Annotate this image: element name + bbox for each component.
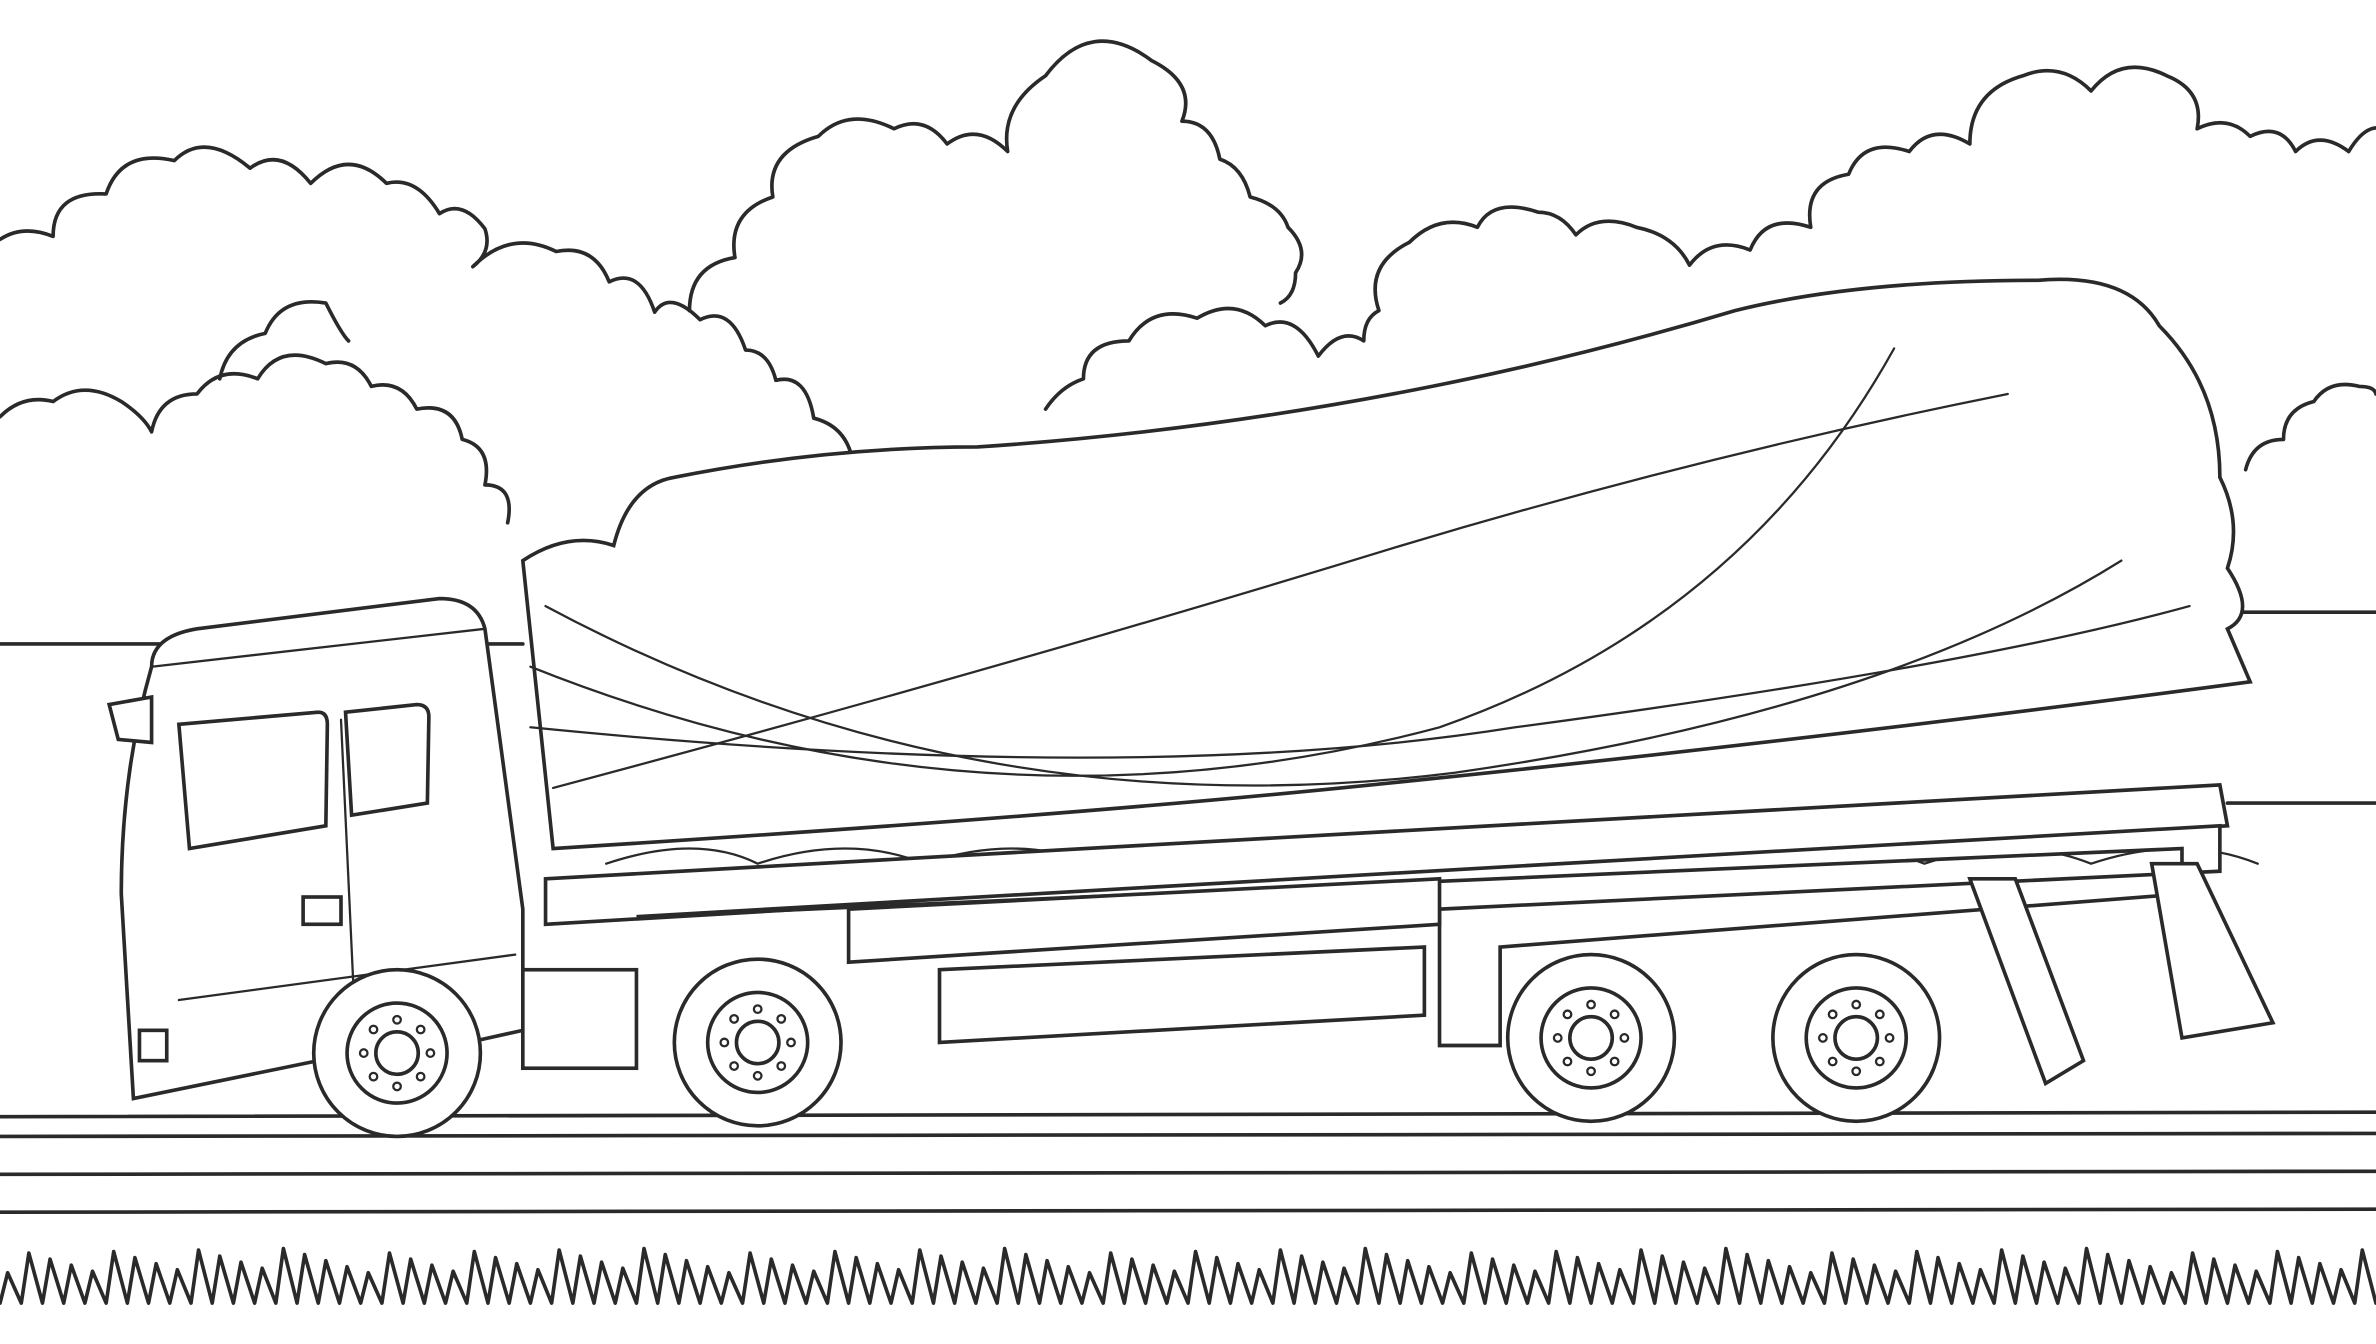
step-box bbox=[521, 967, 639, 1071]
wheels bbox=[311, 952, 1942, 1139]
wheel bbox=[672, 957, 843, 1128]
tarp bbox=[520, 277, 2253, 851]
chassis-rail bbox=[846, 876, 1442, 965]
cloud-left bbox=[0, 145, 884, 489]
cloud-right bbox=[2243, 382, 2376, 472]
landing-leg-front bbox=[1967, 877, 2086, 1087]
truck-cab bbox=[106, 596, 639, 1101]
cab-side-window bbox=[343, 702, 431, 818]
cloud-center-lower bbox=[1043, 65, 2376, 411]
wheel bbox=[311, 967, 483, 1139]
wheel bbox=[1505, 952, 1677, 1124]
side-mirror bbox=[106, 694, 154, 745]
cloud-left-lower bbox=[0, 300, 511, 525]
headlight bbox=[137, 1028, 169, 1063]
landing-leg-rear bbox=[2149, 861, 2276, 1041]
grass bbox=[0, 1246, 2376, 1305]
trailer bbox=[520, 277, 2276, 1087]
clouds bbox=[0, 39, 2376, 525]
door-handle bbox=[301, 895, 343, 927]
cloud-center bbox=[687, 39, 1304, 313]
trailer-deck bbox=[543, 782, 2230, 927]
wheel bbox=[1771, 952, 1942, 1124]
fuel-tank bbox=[937, 945, 1427, 1045]
cab-window bbox=[176, 710, 330, 851]
